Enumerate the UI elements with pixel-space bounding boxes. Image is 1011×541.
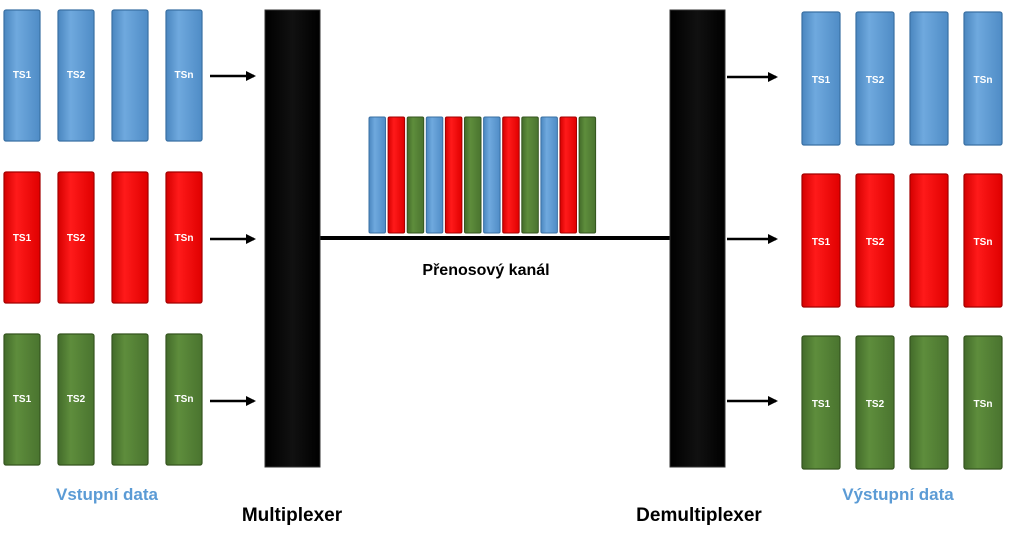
input-red-ts4-slot [165,171,203,304]
channel-frame-blue [368,116,386,234]
output-blue-ts4-slot [963,11,1003,146]
input-red-slot-label: TSn [175,233,194,244]
channel-frame-red [444,116,463,234]
channel-frame-green [578,116,597,234]
input-green-slot-label: TS2 [67,394,86,405]
input-blue-slot-label: TS1 [13,70,32,81]
input-blue-slot-label: TSn [175,70,194,81]
output-blue-ts2-slot [855,11,895,146]
output-green-ts4-slot [963,335,1003,470]
output-red-ts4-slot [963,173,1003,308]
channel-frame-blue [483,116,501,234]
output-green-slot-label: TSn [974,399,993,410]
channel-frame-blue [425,116,444,234]
output-green-ts1-slot [801,335,841,470]
output-blue-slot-label: TS2 [866,75,885,86]
input-red-ts3-slot [111,171,149,304]
input-green-slot-label: TS1 [13,394,32,405]
output-red-ts1-slot [801,173,841,308]
output-red-ts2-slot [855,173,895,308]
input-red-slot-label: TS2 [67,233,86,244]
channel-frame-red [502,116,520,234]
input-blue-slot-label: TS2 [67,70,86,81]
input-green-ts3-slot [111,333,149,466]
channel-label: Přenosový kanál [422,262,549,279]
output-blue-slot-label: TSn [974,75,993,86]
input-green-ts1-slot [3,333,41,466]
arrows-group [210,71,778,406]
multiplexer-label: Multiplexer [242,505,343,526]
output-data-caption: Výstupní data [842,485,954,504]
input-green-slot-label: TSn [175,394,194,405]
output-red-slot-label: TS2 [866,237,885,248]
channel-frames-group [368,116,597,234]
output-blue-ts1-slot [801,11,841,146]
input-red-slot-label: TS1 [13,233,32,244]
output-blue-ts3-slot [909,11,949,146]
input-red-ts1-slot [3,171,41,304]
input-blue-ts2-slot [57,9,95,142]
output-green-ts2-slot [855,335,895,470]
channel-frame-red [387,116,406,234]
output-blue-slot-label: TS1 [812,75,831,86]
input-data-caption: Vstupní data [56,485,159,504]
output-red-slot-label: TS1 [812,237,831,248]
input-blue-ts1-slot [3,9,41,142]
channel-frame-green [406,116,425,234]
output-green-slot-label: TS2 [866,399,885,410]
demultiplexer-label: Demultiplexer [636,505,762,526]
input-green-ts4-slot [165,333,203,466]
input-blue-ts4-slot [165,9,203,142]
output-green-ts3-slot [909,335,949,470]
output-green-slot-label: TS1 [812,399,831,410]
input-red-ts2-slot [57,171,95,304]
output-red-slot-label: TSn [974,237,993,248]
input-blue-ts3-slot [111,9,149,142]
channel-frame-green [464,116,482,234]
input-green-ts2-slot [57,333,95,466]
multiplexer-block [264,9,321,468]
demultiplexer-block [669,9,726,468]
channel-frame-blue [540,116,558,234]
channel-frame-red [559,116,577,234]
channel-frame-green [521,116,539,234]
output-red-ts3-slot [909,173,949,308]
